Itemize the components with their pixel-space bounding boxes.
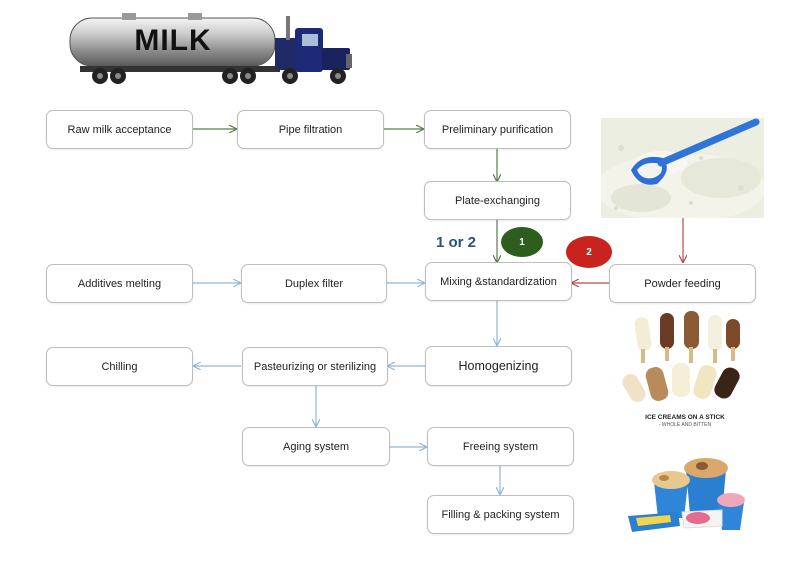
route-badge-2: 2 [566, 236, 612, 268]
step-additives-melting: Additives melting [46, 264, 193, 303]
step-aging-system: Aging system [242, 427, 390, 466]
ice-cream-caption: ICE CREAMS ON A STICK [645, 414, 725, 421]
step-raw-milk-acceptance: Raw milk acceptance [46, 110, 193, 149]
ice-cream-subcaption: - WHOLE AND BITTEN [658, 422, 712, 428]
step-pasteurizing-sterilizing: Pasteurizing or sterilizing [242, 347, 388, 386]
step-homogenizing: Homogenizing [425, 346, 572, 386]
ice-cream-sticks-image [622, 309, 746, 431]
milk-truck-image [69, 13, 352, 84]
truck-label: MILK [134, 24, 212, 57]
step-chilling: Chilling [46, 347, 193, 386]
route-badge-1: 1 [501, 227, 543, 257]
step-powder-feeding: Powder feeding [609, 264, 756, 303]
step-mixing-standardization: Mixing &standardization [425, 262, 572, 301]
step-filling-packing-system: Filling & packing system [427, 495, 574, 534]
step-duplex-filter: Duplex filter [241, 264, 387, 303]
step-pipe-filtration: Pipe filtration [237, 110, 384, 149]
ice-cream-cups-image [626, 452, 746, 536]
route-choice-label: 1 or 2 [436, 234, 477, 251]
step-plate-exchanging: Plate-exchanging [424, 181, 571, 220]
step-freeing-system: Freeing system [427, 427, 574, 466]
step-preliminary-purification: Preliminary purification [424, 110, 571, 149]
milk-powder-image [601, 118, 764, 218]
